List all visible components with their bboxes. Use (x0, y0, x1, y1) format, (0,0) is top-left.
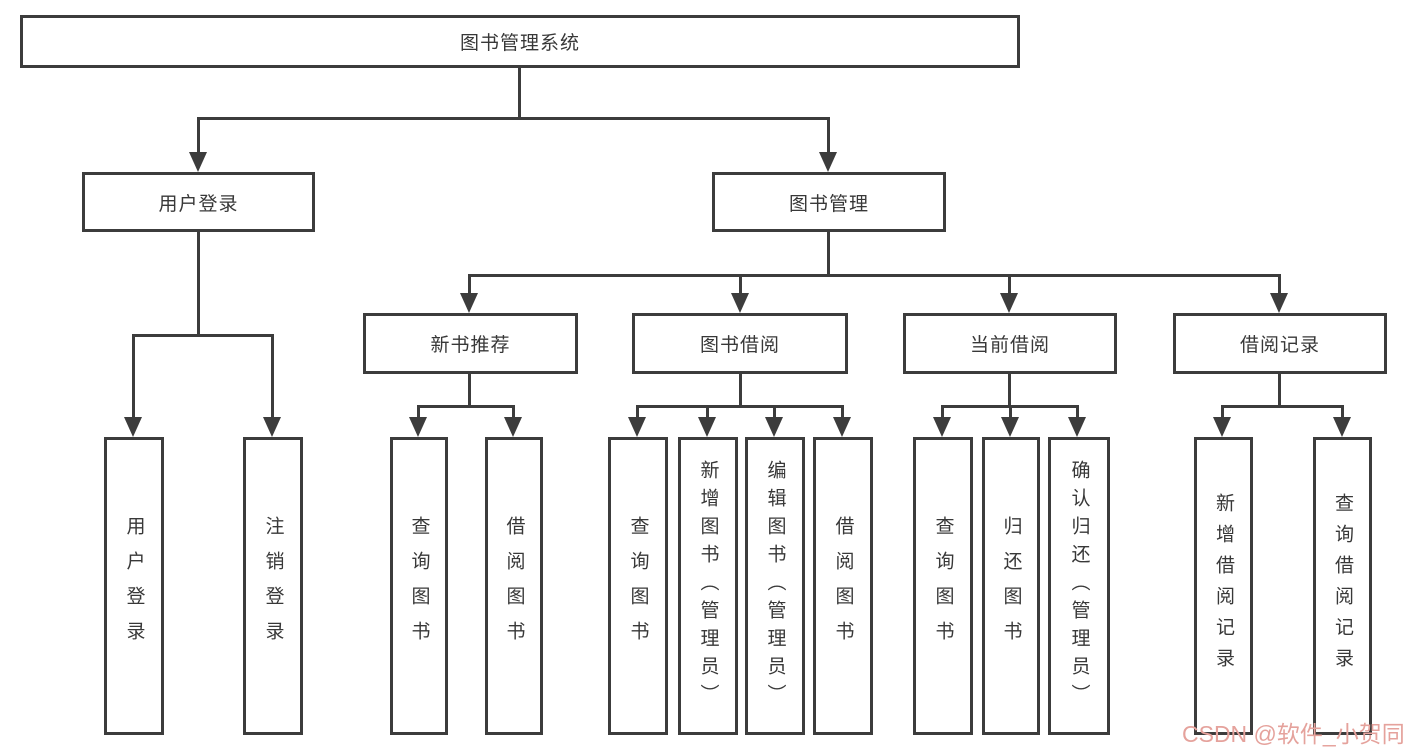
leaf-return-books: 归还图书 (982, 437, 1040, 735)
connector-vline (132, 336, 135, 419)
arrowhead-down-icon (460, 293, 478, 313)
node-label: 确认归还（管理员） (1068, 460, 1090, 712)
leaf-add-borrow-record: 新增借阅记录 (1194, 437, 1253, 735)
connector-vline (739, 374, 742, 407)
node-root-library-system: 图书管理系统 (20, 15, 1020, 68)
arrowhead-down-icon (263, 417, 281, 437)
connector-vline (1008, 374, 1011, 407)
connector-vline (636, 407, 639, 419)
arrowhead-down-icon (833, 417, 851, 437)
node-book-management: 图书管理 (712, 172, 946, 232)
connector-hline (636, 405, 844, 408)
connector-vline (827, 119, 830, 154)
node-label: 图书管理系统 (459, 33, 580, 54)
leaf-borrow-books-borrowing: 借阅图书 (813, 437, 873, 735)
leaf-confirm-return-admin: 确认归还（管理员） (1048, 437, 1110, 735)
leaf-logout: 注销登录 (243, 437, 303, 735)
node-borrowing-records: 借阅记录 (1173, 313, 1387, 374)
leaf-borrow-books-recommend: 借阅图书 (485, 437, 543, 735)
leaf-query-books-borrowing: 查询图书 (608, 437, 668, 735)
connector-hline (468, 274, 1281, 277)
arrowhead-down-icon (698, 417, 716, 437)
connector-hline (197, 117, 830, 120)
node-label: 用户登录 (158, 193, 239, 215)
node-label: 借阅图书 (503, 516, 525, 656)
connector-vline (739, 276, 742, 295)
arrowhead-down-icon (189, 152, 207, 172)
connector-vline (841, 407, 844, 419)
arrowhead-down-icon (731, 293, 749, 313)
node-label: 注销登录 (262, 516, 284, 656)
leaf-add-books-admin: 新增图书（管理员） (678, 437, 738, 735)
arrowhead-down-icon (819, 152, 837, 172)
node-label: 新增图书（管理员） (697, 460, 719, 712)
connector-vline (1278, 374, 1281, 407)
node-label: 当前借阅 (969, 335, 1050, 356)
node-book-borrowing: 图书借阅 (632, 313, 848, 374)
connector-vline (773, 407, 776, 419)
arrowhead-down-icon (628, 417, 646, 437)
arrowhead-down-icon (124, 417, 142, 437)
connector-vline (1009, 407, 1012, 419)
connector-vline (468, 276, 471, 295)
leaf-query-borrow-record: 查询借阅记录 (1313, 437, 1372, 735)
node-current-borrowing: 当前借阅 (903, 313, 1117, 374)
node-label: 借阅图书 (832, 516, 854, 656)
arrowhead-down-icon (1213, 417, 1231, 437)
connector-vline (468, 374, 471, 407)
node-label: 归还图书 (1000, 516, 1022, 656)
node-label: 新增借阅记录 (1213, 493, 1234, 679)
node-label: 查询图书 (932, 516, 954, 656)
connector-hline (417, 405, 515, 408)
connector-vline (1008, 276, 1011, 295)
leaf-query-books-current: 查询图书 (913, 437, 973, 735)
connector-vline (417, 407, 420, 419)
arrowhead-down-icon (1270, 293, 1288, 313)
connector-vline (271, 336, 274, 419)
arrowhead-down-icon (409, 417, 427, 437)
connector-vline (197, 232, 200, 336)
connector-vline (706, 407, 709, 419)
node-new-book-recommend: 新书推荐 (363, 313, 578, 374)
leaf-user-login: 用户登录 (104, 437, 164, 735)
connector-hline (132, 334, 274, 337)
connector-hline (1221, 405, 1344, 408)
leaf-edit-books-admin: 编辑图书（管理员） (745, 437, 805, 735)
arrowhead-down-icon (765, 417, 783, 437)
node-label: 查询图书 (408, 516, 430, 656)
node-label: 查询借阅记录 (1332, 493, 1353, 679)
node-label: 查询图书 (627, 516, 649, 656)
node-label: 编辑图书（管理员） (764, 460, 786, 712)
connector-vline (197, 119, 200, 154)
connector-vline (1076, 407, 1079, 419)
node-user-login-group: 用户登录 (82, 172, 315, 232)
connector-vline (1221, 407, 1224, 419)
arrowhead-down-icon (933, 417, 951, 437)
arrowhead-down-icon (1000, 293, 1018, 313)
connector-vline (518, 68, 521, 119)
arrowhead-down-icon (504, 417, 522, 437)
connector-vline (1278, 276, 1281, 295)
node-label: 新书推荐 (430, 335, 511, 356)
node-label: 用户登录 (123, 516, 145, 656)
node-label: 图书管理 (788, 193, 869, 215)
connector-vline (827, 232, 830, 276)
connector-hline (941, 405, 1079, 408)
arrowhead-down-icon (1001, 417, 1019, 437)
leaf-query-books-recommend: 查询图书 (390, 437, 448, 735)
connector-vline (1341, 407, 1344, 419)
connector-vline (512, 407, 515, 419)
arrowhead-down-icon (1068, 417, 1086, 437)
connector-vline (941, 407, 944, 419)
csdn-watermark: CSDN @软件_小贺同学 (1182, 721, 1405, 747)
node-label: 图书借阅 (699, 335, 780, 356)
arrowhead-down-icon (1333, 417, 1351, 437)
node-label: 借阅记录 (1239, 335, 1320, 356)
